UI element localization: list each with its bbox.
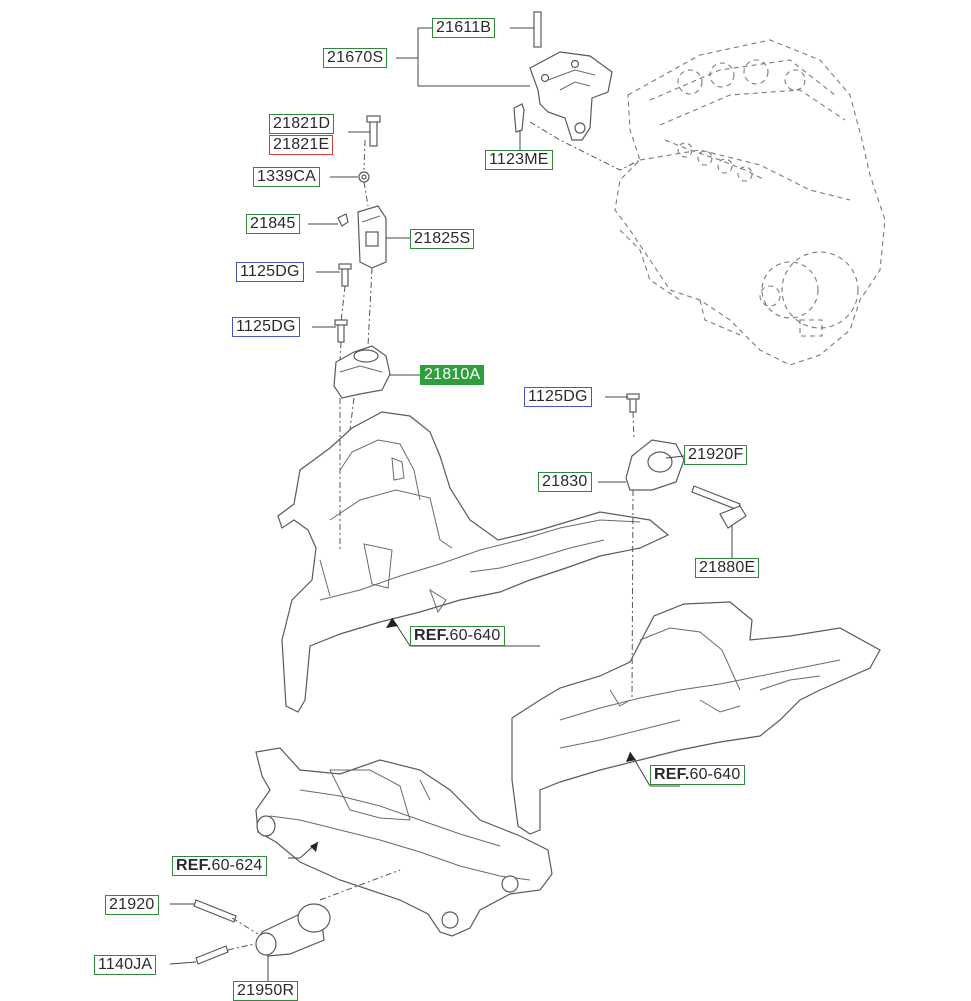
part-label-21821e[interactable]: 21821E — [269, 135, 334, 155]
ref-prefix: REF. — [654, 766, 690, 783]
part-label-21920[interactable]: 21920 — [105, 895, 159, 915]
arrow-heads — [310, 618, 636, 852]
part-label-21825s[interactable]: 21825S — [410, 229, 475, 249]
ref-code: 60-640 — [449, 627, 501, 644]
ref-prefix: REF. — [414, 627, 450, 644]
ref-code: 60-624 — [211, 857, 263, 874]
part-label-21950r[interactable]: 21950R — [233, 981, 299, 1001]
ref-label-left-member[interactable]: REF.60-640 — [410, 626, 505, 646]
part-label-1125dg-upper[interactable]: 1125DG — [236, 262, 304, 282]
mount-bracket-21825s — [357, 205, 387, 269]
left-side-member-panel — [277, 411, 670, 713]
front-subframe-crossmember — [255, 747, 553, 937]
alignment-lines — [227, 121, 641, 951]
upper-mount-bolts — [337, 115, 381, 227]
ref-prefix: REF. — [176, 857, 212, 874]
part-label-1125dg-lower[interactable]: 1125DG — [232, 317, 300, 337]
part-label-1125dg-right[interactable]: 1125DG — [524, 387, 592, 407]
part-label-1339ca[interactable]: 1339CA — [253, 167, 321, 187]
part-label-21611b[interactable]: 21611B — [432, 18, 496, 38]
part-label-1123me[interactable]: 1123ME — [485, 150, 553, 170]
ref-label-right-member[interactable]: REF.60-640 — [650, 765, 745, 785]
right-side-member-panel — [511, 601, 881, 835]
transmission-mount-21830 — [625, 393, 747, 529]
part-label-21670s[interactable]: 21670S — [323, 48, 388, 68]
part-label-21830[interactable]: 21830 — [538, 472, 592, 492]
part-label-21920f[interactable]: 21920F — [684, 445, 748, 465]
leader-lines — [169, 27, 733, 985]
part-label-21845[interactable]: 21845 — [246, 214, 300, 234]
ref-label-subframe[interactable]: REF.60-624 — [172, 856, 267, 876]
ref-code: 60-640 — [689, 766, 741, 783]
engine-block-outline — [614, 39, 886, 366]
part-label-21810a[interactable]: 21810A — [420, 365, 485, 385]
part-label-1140ja[interactable]: 1140JA — [94, 955, 157, 975]
part-label-21880e[interactable]: 21880E — [695, 558, 760, 578]
part-label-21821d[interactable]: 21821D — [269, 114, 335, 134]
engine-mount-21810a — [333, 345, 391, 399]
engine-mounting-bracket — [513, 11, 613, 141]
rear-roll-rod-21950r — [193, 899, 331, 965]
